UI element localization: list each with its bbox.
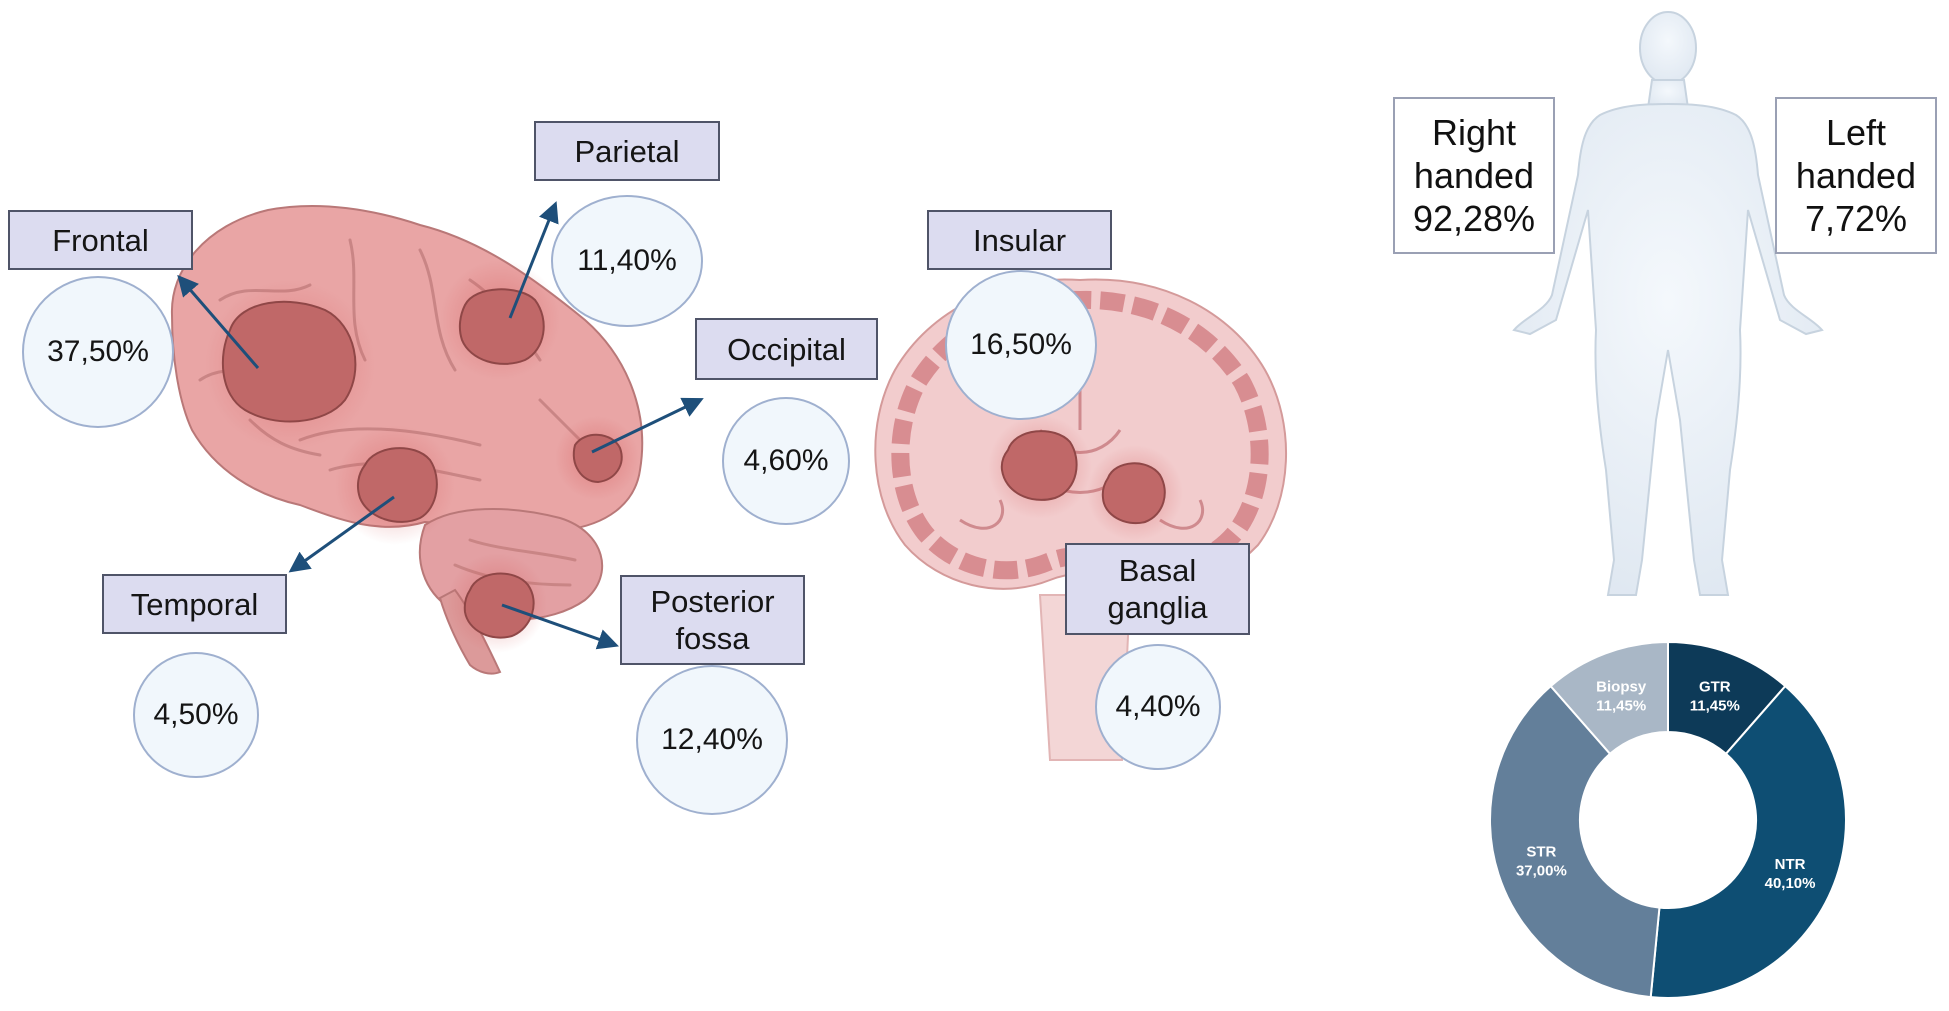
arrow-temporal bbox=[288, 495, 395, 573]
posterior-fossa-tumor bbox=[463, 572, 535, 639]
circle-parietal: 11,40% bbox=[551, 195, 703, 327]
label-occipital: Occipital bbox=[695, 318, 878, 380]
arrow-posterior-fossa bbox=[501, 603, 619, 650]
label-posterior-fossa: Posterior fossa bbox=[620, 575, 805, 665]
right-handed-box: Right handed 92,28% bbox=[1393, 97, 1555, 254]
insular-tumor bbox=[1000, 430, 1078, 501]
label-parietal: Parietal bbox=[534, 121, 720, 181]
human-body-illustration bbox=[1512, 11, 1824, 596]
label-frontal: Frontal bbox=[8, 210, 193, 270]
circle-occipital: 4,60% bbox=[722, 397, 850, 525]
circle-frontal: 37,50% bbox=[22, 276, 174, 428]
circle-insular: 16,50% bbox=[945, 270, 1097, 420]
circle-temporal: 4,50% bbox=[133, 652, 259, 778]
arrows bbox=[177, 201, 704, 650]
occipital-tumor bbox=[572, 433, 623, 484]
left-handed-box: Left handed 7,72% bbox=[1775, 97, 1937, 254]
label-temporal: Temporal bbox=[102, 574, 287, 634]
basal-ganglia-tumor bbox=[1101, 462, 1166, 525]
arrow-occipital bbox=[591, 397, 704, 454]
frontal-tumor bbox=[221, 300, 357, 423]
lateral-brain-illustration bbox=[170, 205, 644, 675]
parietal-tumor bbox=[458, 288, 545, 365]
circle-posterior-fossa: 12,40% bbox=[636, 665, 788, 815]
arrow-frontal bbox=[177, 274, 260, 369]
circle-basal-ganglia: 4,40% bbox=[1095, 644, 1221, 770]
arrow-parietal bbox=[508, 201, 559, 319]
label-basal-ganglia: Basal ganglia bbox=[1065, 543, 1250, 635]
temporal-tumor bbox=[356, 447, 438, 523]
label-insular: Insular bbox=[927, 210, 1112, 270]
